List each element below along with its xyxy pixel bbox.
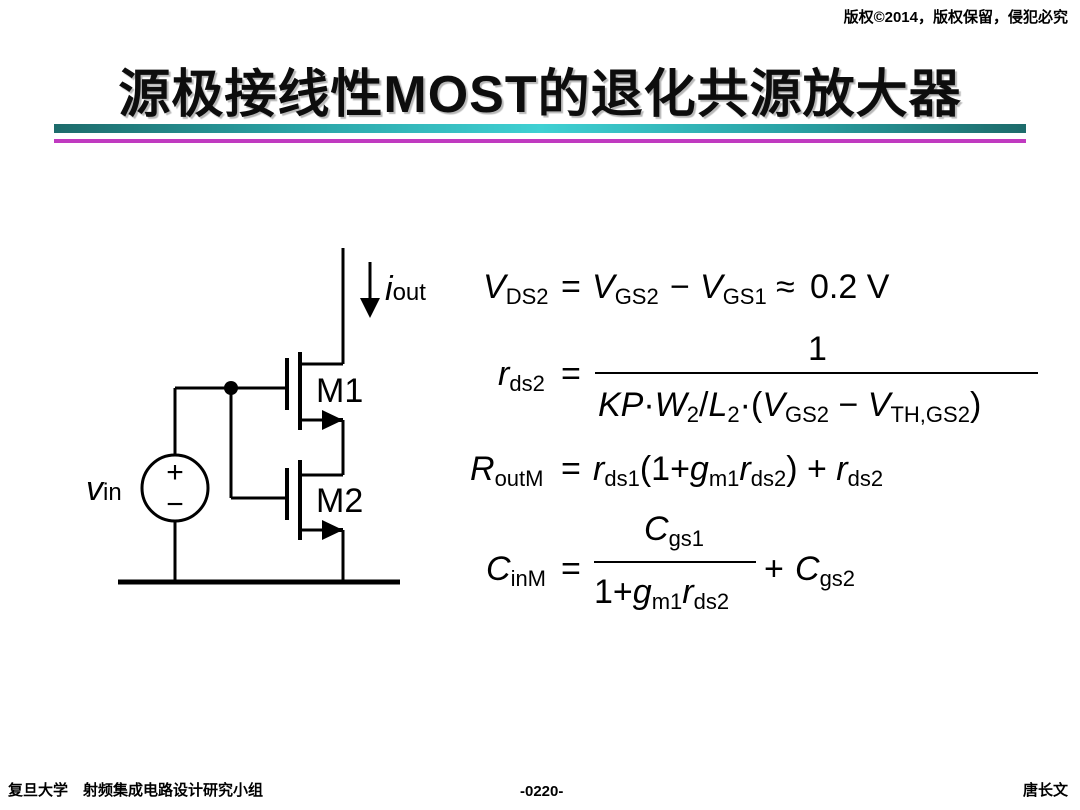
title-part-1: 源极接线性 (118, 64, 384, 125)
svg-text:Cgs1: Cgs1 (644, 510, 704, 551)
voltage-source-circle (140, 453, 210, 523)
svg-text:=: = (561, 450, 581, 488)
svg-text:VGS1: VGS1 (700, 268, 767, 309)
svg-text:≈: ≈ (776, 268, 795, 306)
equation-cinm: CinM = Cgs1 1+gm1rds2 + Cgs2 (486, 510, 855, 614)
gate-junction-dot (224, 381, 238, 395)
svg-text:−: − (670, 268, 690, 306)
title-underline-thin (54, 139, 1026, 143)
svg-text:VGS2: VGS2 (592, 268, 659, 309)
copyright-notice: 版权©2014，版权保留，侵犯必究 (843, 9, 1068, 26)
source-label: vin (86, 470, 122, 508)
source-plus-sign: + (166, 456, 184, 489)
svg-text:rds2: rds2 (498, 355, 545, 396)
footer-author: 唐长文 (1022, 782, 1068, 799)
svg-text:=: = (561, 355, 581, 393)
source-minus-sign: − (166, 488, 184, 521)
title-latin: MOST (383, 66, 538, 124)
title-underline-thick (54, 124, 1026, 133)
title-part-2: 的退化共源放大器 (537, 64, 962, 125)
m1-label: M1 (316, 372, 363, 410)
svg-text:rds1(1+gm1rds2) + rds2: rds1(1+gm1rds2) + rds2 (593, 450, 883, 491)
m2-label: M2 (316, 482, 363, 520)
svg-text:=: = (561, 550, 581, 588)
svg-text:Cgs2: Cgs2 (795, 550, 855, 591)
svg-text:VDS2: VDS2 (483, 268, 548, 309)
svg-text:CinM: CinM (486, 550, 546, 591)
equation-routm: RoutM = rds1(1+gm1rds2) + rds2 (470, 450, 883, 491)
footer-page-number: -0220- (520, 783, 564, 800)
svg-text:=: = (561, 268, 581, 306)
svg-text:RoutM: RoutM (470, 450, 543, 491)
current-arrowhead (360, 298, 380, 318)
equation-vds2: VDS2 = VGS2 − VGS1 ≈ 0.2 V (483, 268, 890, 309)
svg-text:1: 1 (808, 330, 827, 368)
svg-text:KP·W2/L2·(VGS2 − VTH,GS2): KP·W2/L2·(VGS2 − VTH,GS2) (598, 386, 981, 427)
equation-rds2: rds2 = 1 KP·W2/L2·(VGS2 − VTH,GS2) (498, 330, 1038, 427)
svg-text:+: + (764, 550, 784, 588)
svg-text:1+gm1rds2: 1+gm1rds2 (594, 573, 729, 614)
slide-title: 源极接线性MOST的退化共源放大器 (0, 52, 1080, 127)
footer-affiliation: 复旦大学 射频集成电路设计研究小组 (8, 782, 264, 799)
svg-text:0.2 V: 0.2 V (810, 268, 890, 306)
current-label: iout (385, 270, 426, 308)
